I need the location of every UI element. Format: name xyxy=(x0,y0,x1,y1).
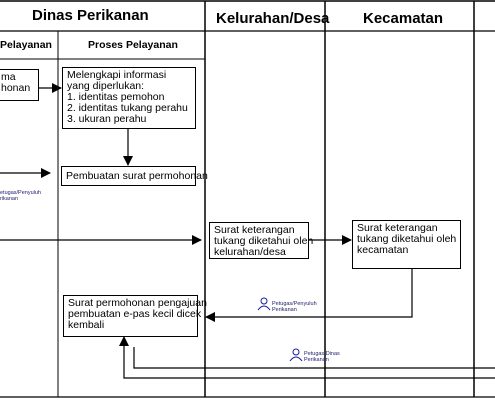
subheader-proses-pelayanan: Proses Pelayanan xyxy=(88,39,178,51)
process-box-pembuatan-surat: Pembuatan surat permohonan xyxy=(61,166,208,186)
process-box-kelurahan: Surat keterangan tukang diketahui oleh k… xyxy=(209,222,313,259)
header-kelurahan-desa: Kelurahan/Desa xyxy=(216,10,330,27)
connectors xyxy=(0,83,495,379)
process-box-epas-kecil: Surat permohonan pengajuan pembuatan e-p… xyxy=(63,295,207,337)
header-dinas-perikanan: Dinas Perikanan xyxy=(32,7,149,24)
actor-label-left: etugas/Penyuluh rikanan xyxy=(0,190,41,202)
person-icon-mid xyxy=(257,297,271,311)
loop-inner xyxy=(133,347,495,369)
process-box-kecamatan: Surat keterangan tukang diketahui oleh k… xyxy=(352,220,461,269)
actor-icons xyxy=(257,297,303,362)
loop-outer xyxy=(119,336,495,379)
actor-label-bottom: Petugas Dinas Perikanan xyxy=(304,351,340,363)
arrow-to-epas xyxy=(205,269,413,322)
subheader-pelayanan: Pelayanan xyxy=(0,39,52,51)
process-box-melengkapi-informasi: Melengkapi informasi yang diperlukan: 1.… xyxy=(62,67,196,129)
person-icon-bottom xyxy=(289,348,303,362)
header-kecamatan: Kecamatan xyxy=(363,10,444,27)
process-box-partial: ma honan xyxy=(0,69,39,101)
actor-label-mid: Petugas/Penyuluh Perikanan xyxy=(272,301,317,313)
